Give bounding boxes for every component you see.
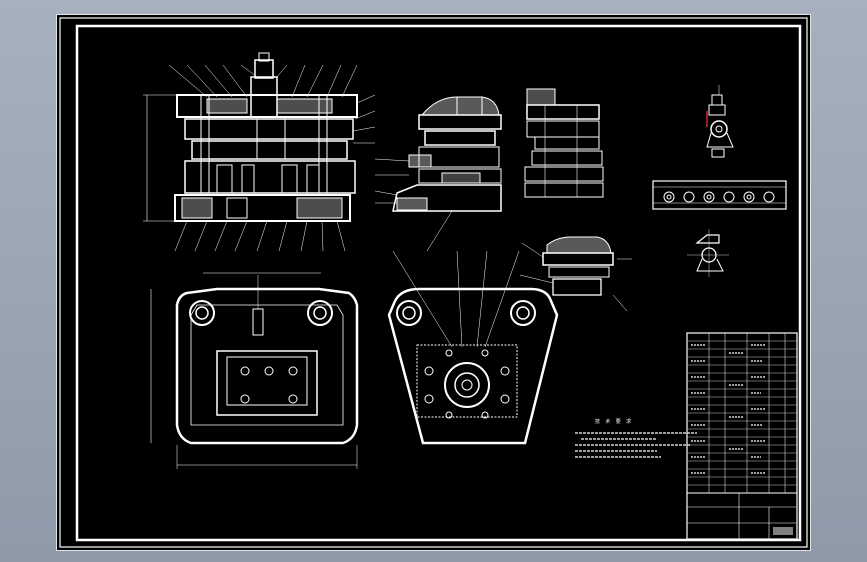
cad-viewport[interactable]: 技 术 要 求 [56,14,811,551]
part-detail-view [706,85,734,158]
technical-notes-title: 技 术 要 求 [595,419,634,425]
main-section-view [143,52,376,252]
inner-frame [75,24,802,542]
cc-section-view [519,236,632,312]
lower-die-plan-view [150,272,359,469]
side-section-view [374,96,502,252]
upper-die-plan-view [387,250,559,445]
small-part-view [687,229,729,277]
outer-frame [59,17,808,548]
front-view [524,88,604,198]
strip-layout-view [652,180,787,210]
mold-assembly-drawing [59,17,808,548]
technical-notes-lines [575,432,697,458]
parts-list-table [686,332,798,540]
